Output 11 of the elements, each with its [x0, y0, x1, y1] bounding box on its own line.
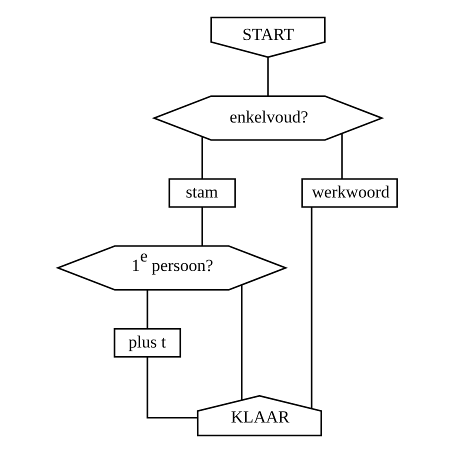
connector — [266, 57, 268, 96]
connector — [310, 207, 312, 408]
connector — [340, 134, 342, 179]
connector — [240, 285, 242, 400]
connector — [146, 290, 148, 328]
connector — [200, 207, 203, 246]
node-box: werkwoord — [300, 178, 398, 208]
connector — [146, 356, 198, 419]
connector — [200, 137, 203, 179]
node-box: stam — [168, 178, 236, 208]
node-box: plus t — [113, 328, 181, 358]
